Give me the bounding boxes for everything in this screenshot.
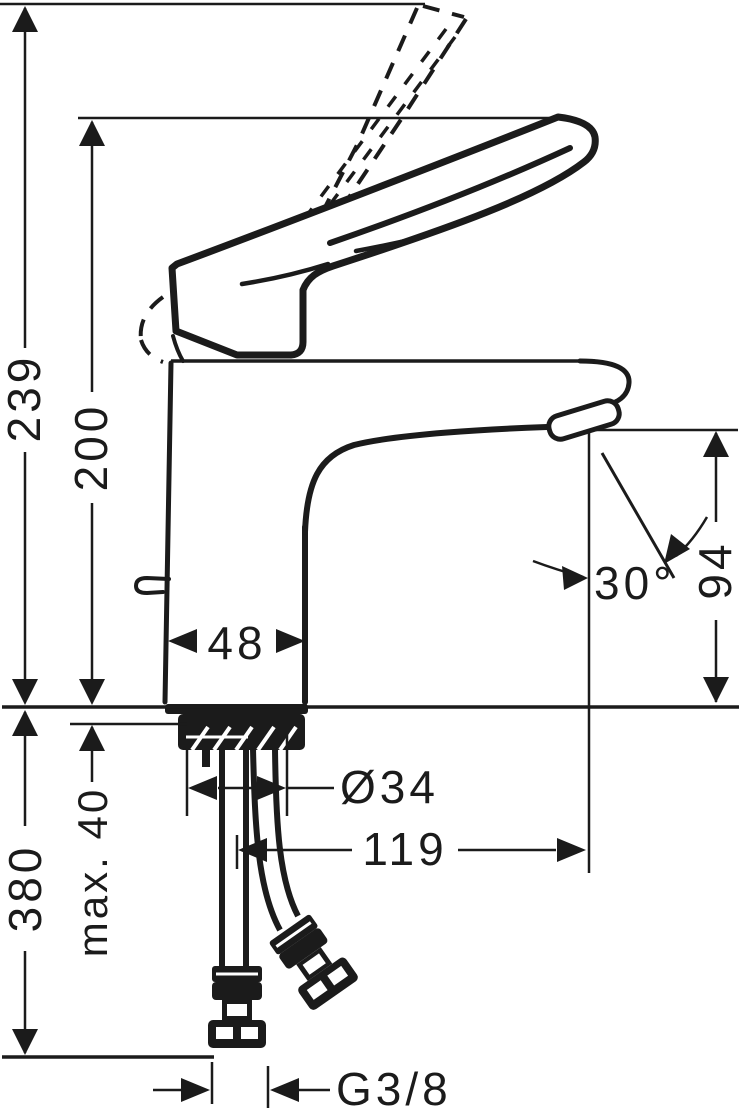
spout-nose-curve [577, 358, 632, 407]
dim-label-shank-diameter: Ø34 [340, 761, 439, 813]
arrowhead-left [168, 629, 197, 653]
spout-underside-curve [302, 424, 550, 535]
arrowhead-down [703, 677, 729, 703]
dashed-lever-tip-edge [422, 4, 465, 19]
mounting-hardware [165, 704, 358, 1048]
arrowhead-up [79, 120, 105, 146]
dashed-grip-outline-upper [138, 295, 165, 341]
dimension-shank-diameter: Ø34 [188, 761, 439, 813]
dimension-connection-thread: G3/8 [153, 1063, 452, 1112]
arrowhead-right [562, 566, 588, 590]
dimension-spout-height: 94 [689, 431, 741, 703]
dim-label-spout-height: 94 [689, 540, 741, 599]
dimension-spray-angle: 30° [532, 452, 709, 609]
arrowhead-up [12, 710, 38, 736]
lever-inner-contour [327, 145, 573, 246]
dim-label-spout-reach: 119 [362, 823, 447, 875]
arrowhead-down [12, 679, 38, 705]
arrowhead-up [12, 6, 38, 32]
handle-front-arc [171, 334, 185, 363]
faucet-outline [134, 113, 632, 705]
dimension-hose-length: 380 [0, 710, 51, 1055]
hose2-fitting [269, 914, 358, 1010]
dashed-lever-right-edge [305, 17, 468, 262]
arrowhead-down [79, 679, 105, 705]
arrowhead-left [270, 1078, 299, 1102]
dim-label-connection-thread: G3/8 [336, 1063, 452, 1112]
arrowhead-right [181, 1078, 210, 1102]
arrowhead-down-left [664, 534, 690, 564]
arrowhead-up [79, 725, 105, 751]
dimension-overall-height: 239 [0, 6, 50, 705]
dim-label-spray-angle: 30° [594, 557, 676, 609]
aerator [546, 398, 622, 442]
hose1-fitting [208, 966, 266, 1048]
dimension-body-width: 48 [168, 617, 305, 669]
lever-raised-dashed-outline [138, 4, 468, 364]
grip-crease-line [239, 261, 331, 287]
lever-crease-line [353, 237, 413, 254]
arrowhead-down [12, 1029, 38, 1055]
mounting-nut [178, 714, 305, 750]
dashed-grip-outline-lower [139, 339, 164, 364]
dim-label-overall-height: 239 [0, 354, 50, 443]
dim-label-body-width: 48 [207, 617, 266, 669]
arrowhead-left [238, 838, 267, 862]
arrowhead-right [557, 838, 586, 862]
spray-angle-line [600, 452, 676, 579]
body-left-edge [162, 360, 174, 705]
dimension-max-mounting-thickness: max. 40 [69, 725, 116, 957]
lever-handle-outline [168, 113, 599, 359]
dimension-height-to-spout: 200 [65, 120, 117, 705]
arrowhead-up [703, 431, 729, 457]
pop-up-rod [134, 576, 171, 595]
arrowhead-right [276, 629, 305, 653]
dimension-spout-reach: 119 [238, 823, 586, 875]
hose2-right-wall [272, 748, 301, 918]
arrowhead-right [257, 776, 286, 800]
arrowhead-left [188, 776, 217, 800]
dim-label-height-to-spout: 200 [65, 403, 117, 492]
dim-label-max-thickness: max. 40 [69, 787, 116, 957]
dim-label-hose-length: 380 [0, 844, 51, 933]
fixing-rod [202, 749, 210, 767]
